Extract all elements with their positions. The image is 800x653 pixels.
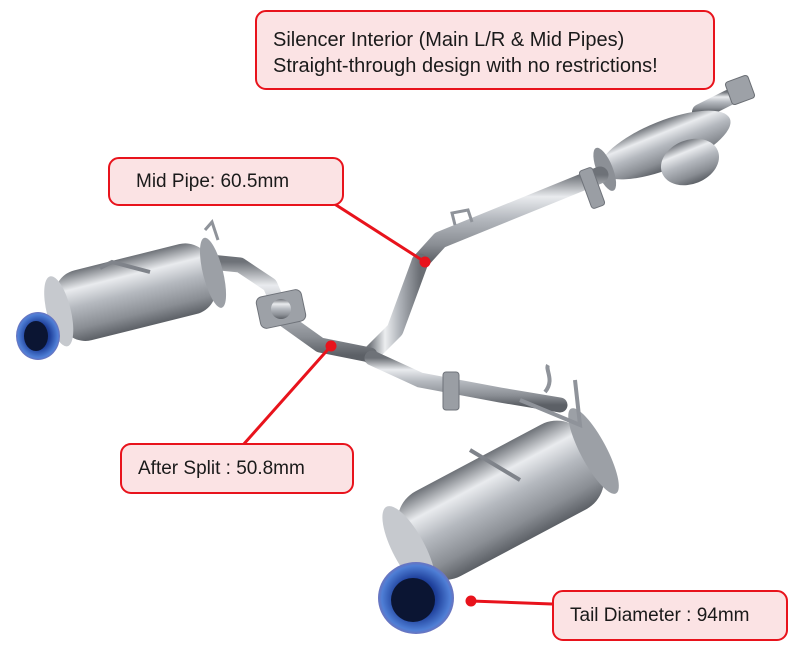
right-muffler	[378, 379, 619, 634]
leader-lines	[241, 201, 553, 607]
after-split-label: After Split : 50.8mm	[138, 458, 305, 479]
after-split-marker	[325, 340, 337, 352]
silencer-callout-line1: Silencer Interior (Main L/R & Mid Pipes)	[273, 29, 625, 51]
after-split-callout: After Split : 50.8mm	[120, 443, 354, 494]
tail-diameter-callout: Tail Diameter : 94mm	[552, 590, 788, 641]
tail-diameter-label: Tail Diameter : 94mm	[570, 605, 750, 626]
mid-pipe-callout: Mid Pipe: 60.5mm	[108, 157, 344, 206]
silencer-interior-callout: Silencer Interior (Main L/R & Mid Pipes)…	[255, 10, 715, 90]
after-split-leader-line	[241, 345, 333, 446]
tail-leader-line	[470, 599, 553, 606]
tail-marker	[465, 595, 477, 607]
mid-pipe-leader-line	[332, 201, 426, 264]
mid-pipe-assembly	[411, 74, 756, 271]
mid-pipe-marker	[419, 256, 431, 268]
left-muffler	[16, 237, 227, 360]
silencer-callout-line2: Straight-through design with no restrict…	[273, 55, 658, 77]
mid-pipe-label: Mid Pipe: 60.5mm	[136, 171, 290, 192]
y-pipe-assembly	[202, 219, 568, 413]
